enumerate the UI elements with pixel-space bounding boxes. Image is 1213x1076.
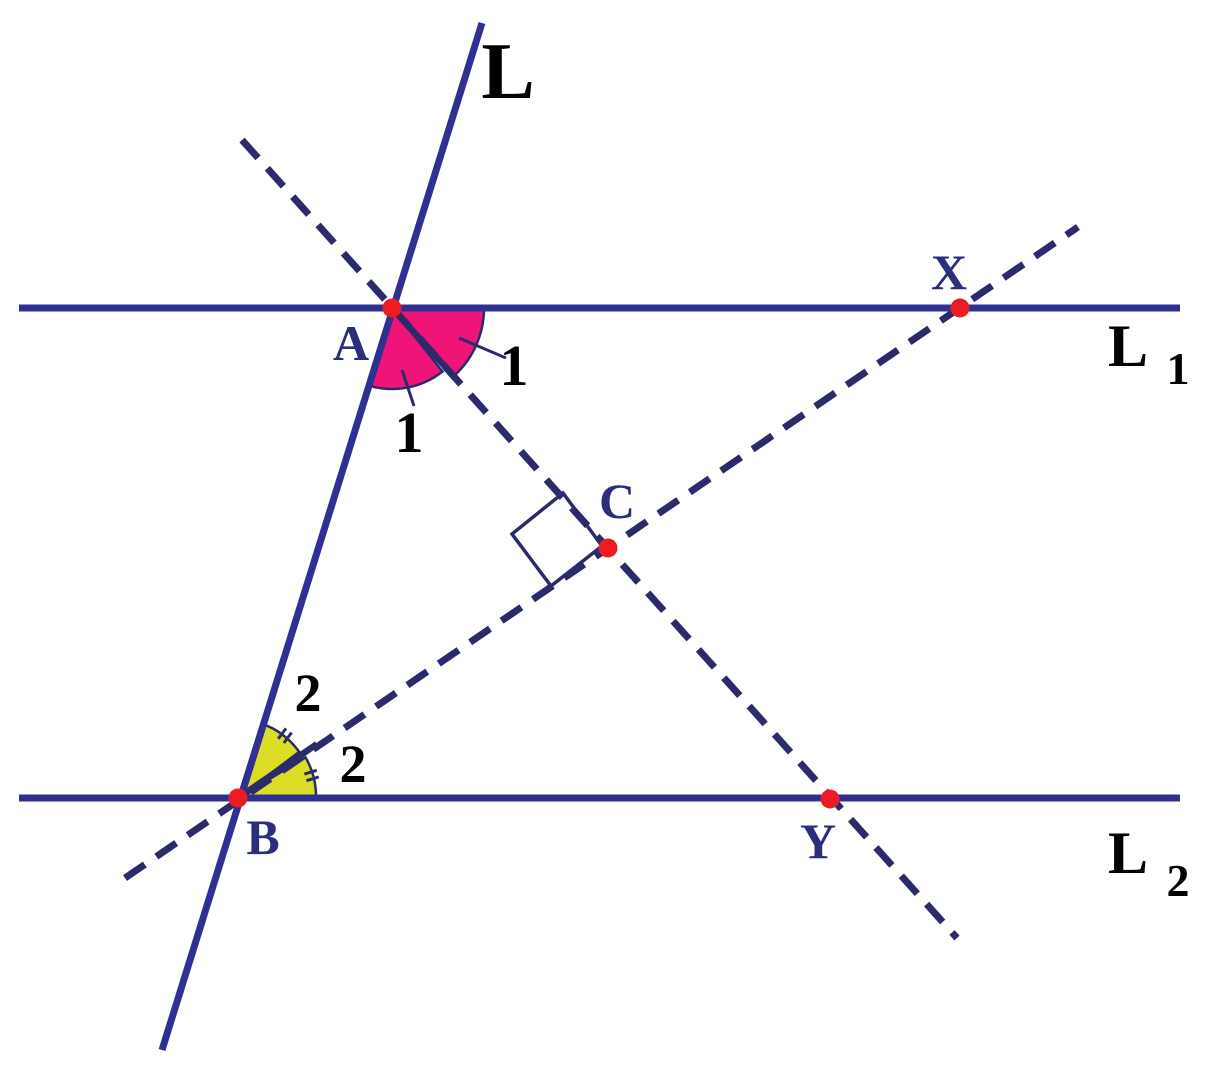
dot-C	[598, 538, 618, 558]
bisector-stub-A	[389, 305, 463, 386]
label-point-A: A	[333, 315, 369, 371]
dashed-bisector-A-C-Y	[239, 137, 960, 941]
label-line2-L: L	[1108, 820, 1148, 886]
dot-Y	[820, 789, 840, 809]
dot-X	[950, 298, 970, 318]
label-point-Y: Y	[800, 813, 836, 869]
leader-line-angle1-right	[458, 336, 507, 360]
leader-line-angle1-left	[400, 369, 416, 407]
label-point-B: B	[246, 809, 279, 865]
label-angle1-right: 1	[500, 333, 529, 398]
label-line1-L: L	[1108, 313, 1148, 379]
dot-B	[228, 788, 248, 808]
line-transversal-L	[158, 21, 486, 1052]
label-point-C: C	[599, 473, 635, 529]
bisector-stub-B	[236, 741, 319, 801]
label-angle2-upper: 2	[295, 663, 322, 723]
label-transversal-L: L	[481, 28, 534, 116]
dot-A	[382, 298, 402, 318]
label-line2-subscript: 2	[1167, 855, 1190, 906]
label-point-X: X	[931, 244, 967, 300]
label-angle1-left: 1	[395, 400, 424, 465]
tick-marks-angle2-lower	[303, 768, 320, 783]
tick-marks-angle2-upper	[277, 727, 293, 744]
label-line1-subscript: 1	[1167, 343, 1190, 394]
right-angle-marker-C	[509, 490, 605, 589]
label-angle2-lower: 2	[340, 734, 367, 794]
